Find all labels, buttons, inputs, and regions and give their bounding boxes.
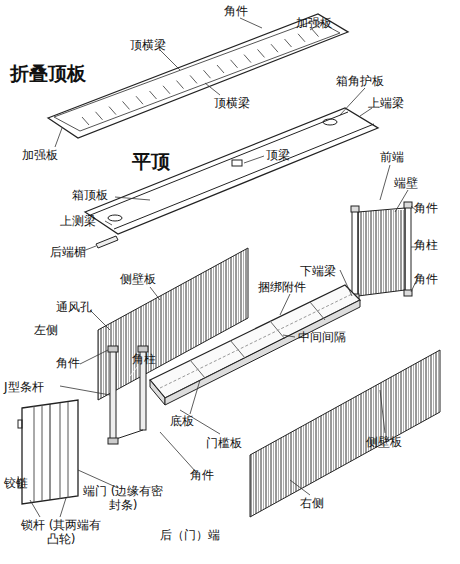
- part-label: 后（门）端: [160, 528, 220, 542]
- roof-slot: [123, 101, 130, 109]
- part-label: 侧壁板: [366, 435, 402, 449]
- roof-slot: [177, 81, 184, 89]
- part-label: 角柱: [132, 352, 156, 366]
- roof-slot: [285, 39, 292, 47]
- part-label: 箱顶板: [72, 188, 108, 202]
- roof-slot: [204, 70, 211, 78]
- part-label: 侧壁板: [120, 272, 156, 286]
- part-label: 平顶: [132, 150, 170, 173]
- part-label: 门槛板: [206, 436, 242, 450]
- part-label: 角件: [414, 272, 438, 286]
- part-label: 捆绑附件: [258, 280, 306, 294]
- roof-slot: [258, 49, 265, 57]
- part-label: 角件: [414, 201, 438, 215]
- part-label: 铰链: [4, 476, 28, 490]
- roof-slot: [190, 75, 197, 83]
- part-label: 上端梁: [368, 96, 404, 110]
- roof-slot: [231, 60, 238, 68]
- roof-slot: [82, 117, 89, 125]
- roof-slot: [150, 91, 157, 99]
- part-label: J型条杆: [4, 380, 44, 394]
- part-label: 底板: [170, 414, 194, 428]
- roof-slot: [298, 34, 305, 42]
- part-label: 折叠顶板: [10, 62, 86, 85]
- part-label: 端门 (边缘有密封条): [80, 484, 166, 513]
- part-label: 顶横梁: [214, 96, 250, 110]
- part-label: 上测梁: [60, 214, 96, 228]
- part-label: 顶横梁: [130, 38, 166, 52]
- part-label: 端壁: [394, 176, 418, 190]
- part-label: 角件: [56, 356, 80, 370]
- part-label: 角柱: [414, 238, 438, 252]
- part-label: 加强板: [22, 148, 58, 162]
- part-label: 前端: [380, 150, 404, 164]
- part-label: 通风孔: [56, 300, 92, 314]
- part-label: 角件: [224, 4, 248, 18]
- part-label: 顶梁: [266, 148, 290, 162]
- roof-slot: [244, 55, 251, 63]
- part-label: 箱角护板: [336, 74, 384, 88]
- roof-slot: [109, 107, 116, 115]
- part-label: 角件: [190, 468, 214, 482]
- part-label: 锁杆 (其两端有凸轮): [18, 518, 104, 547]
- part-label: 后端楣: [50, 245, 86, 259]
- roof-slot: [217, 65, 224, 73]
- part-label: 左侧: [34, 323, 58, 337]
- part-label: 中间间隔: [298, 330, 346, 344]
- part-label: 加强板: [296, 16, 332, 30]
- roof-slot: [271, 44, 278, 52]
- part-label: 右侧: [300, 496, 324, 510]
- roof-slot: [96, 112, 103, 120]
- roof-slot: [163, 86, 170, 94]
- roof-slot: [136, 96, 143, 104]
- part-label: 下端梁: [300, 264, 336, 278]
